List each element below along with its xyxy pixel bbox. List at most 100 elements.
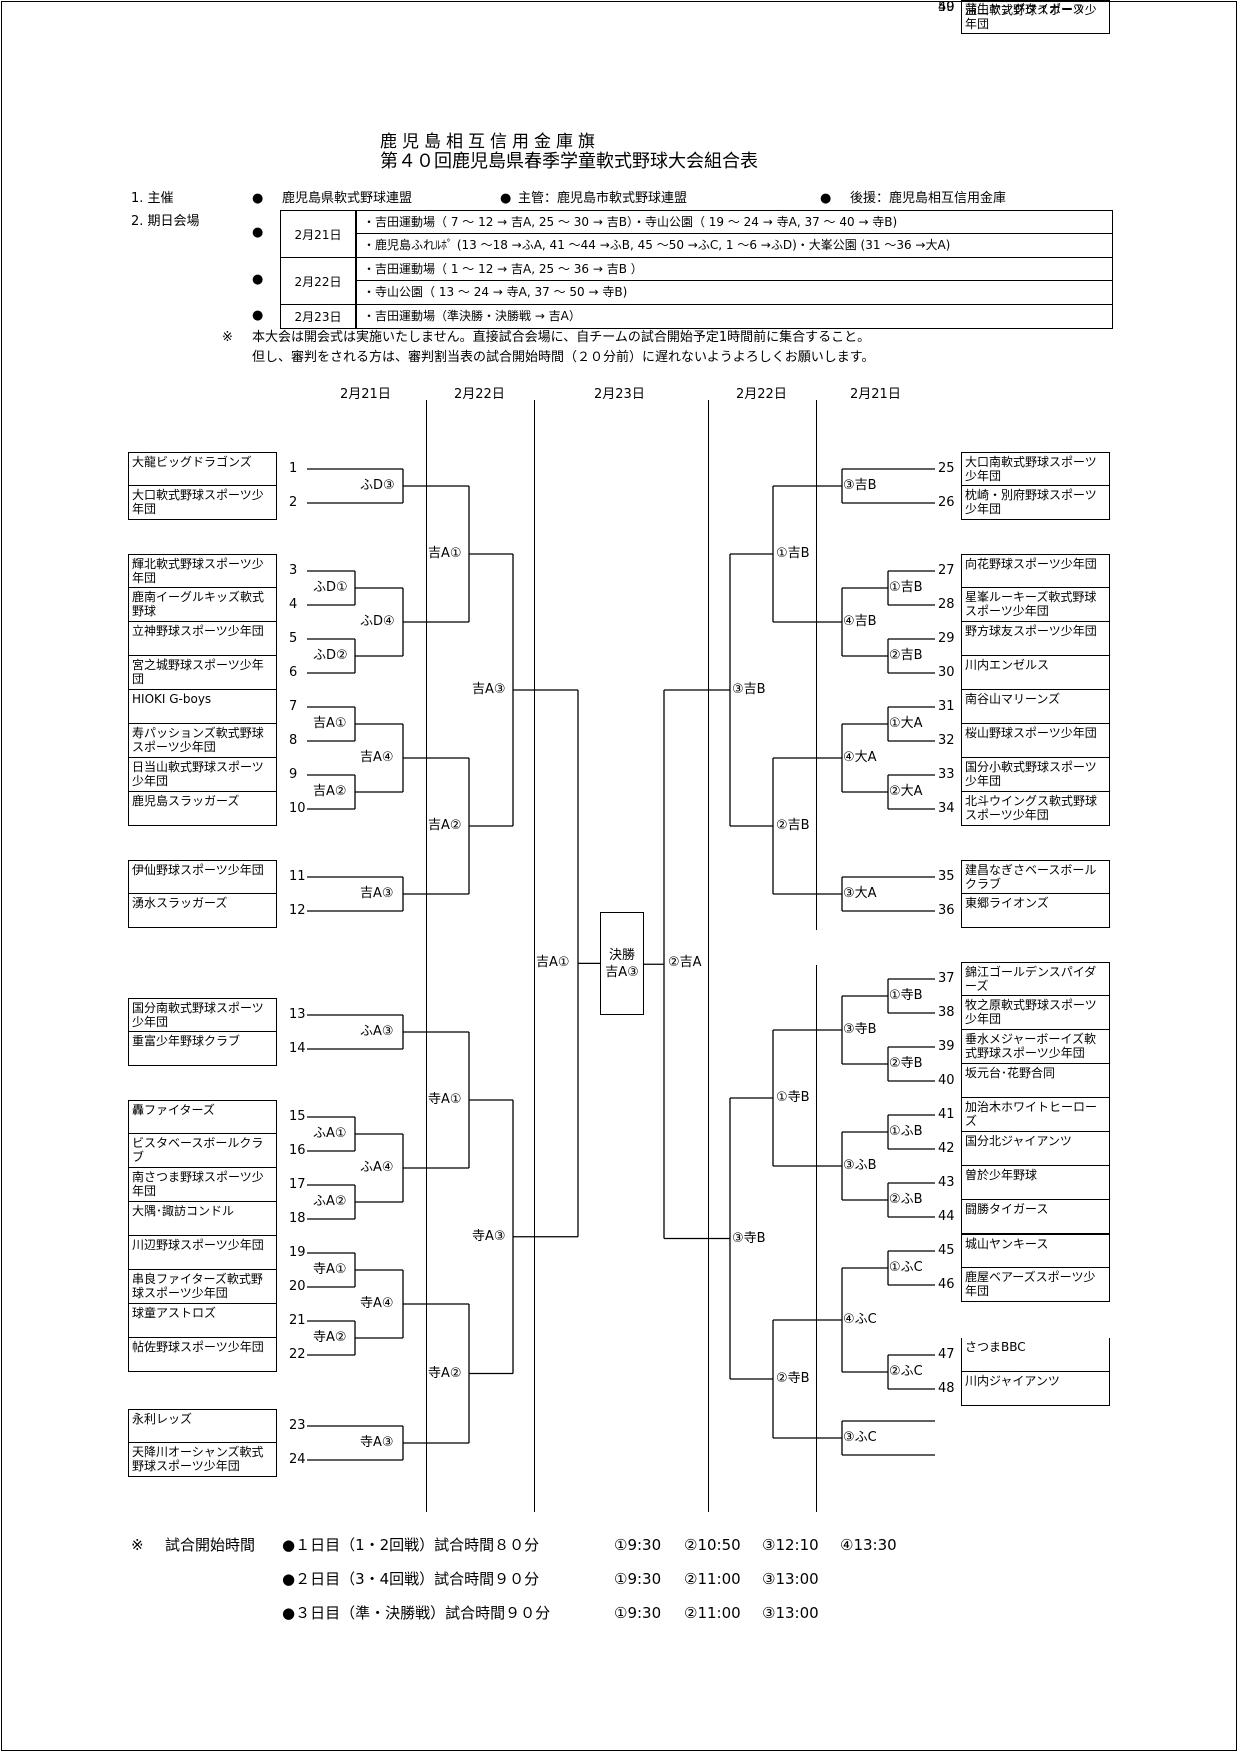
footer-day-3: ●３日目（準・決勝戦）試合時間９０分 — [282, 1604, 551, 1622]
match-label: 寺A④ — [360, 1296, 394, 1312]
seed-number: 34 — [938, 801, 955, 816]
footer-time: ①9:30 — [614, 1536, 662, 1554]
schedule-table: 2月21日 ・吉田運動場（ 7 ～ 12 → 吉A, 25 ～ 30 → 吉B）… — [280, 210, 1113, 329]
team-name-left: 立神野球スポーツ少年団 — [128, 622, 277, 656]
seed-number: 48 — [938, 1381, 955, 1396]
team-name-right: 城山ヤンキース — [961, 1234, 1110, 1268]
round-date-l1: 2月21日 — [340, 387, 391, 402]
team-name-left: 天降川オーシャンズ軟式野球スポーツ少年団 — [128, 1443, 277, 1477]
match-label: 吉A③ — [472, 682, 506, 698]
seed-number: 22 — [289, 1347, 306, 1362]
footer-time: ②11:00 — [684, 1570, 741, 1588]
match-label: 寺A③ — [472, 1228, 506, 1245]
team-name-left: 重富少年野球クラブ — [128, 1032, 277, 1066]
bullet-organizer: ● — [252, 191, 264, 206]
team-name-right: 鹿屋ベアーズスポーツ少年団 — [961, 1268, 1110, 1302]
seed-number: 4 — [289, 597, 298, 612]
team-name-right: 加治木ホワイトヒーローズ — [961, 1098, 1110, 1132]
seed-number: 29 — [938, 631, 955, 646]
seed-number: 16 — [289, 1143, 306, 1158]
schedule-date-3: 2月23日 — [280, 304, 356, 329]
seed-number: 50 — [938, 0, 955, 15]
bullet-day3: ● — [252, 308, 264, 323]
info-item-1: 1. 主催 — [131, 191, 174, 206]
team-name-right: 国分北ジャイアンツ — [961, 1132, 1110, 1166]
seed-number: 24 — [289, 1452, 306, 1467]
seed-number: 31 — [938, 699, 955, 714]
bullet-day1: ● — [252, 225, 264, 240]
match-label: ②吉B — [776, 818, 810, 834]
team-name-left: 轟ファイターズ — [128, 1100, 277, 1134]
seed-number: 47 — [938, 1347, 955, 1362]
bullet-day2: ● — [252, 272, 264, 287]
footer-day-1: ●１日目（1・2回戦）試合時間８０分 — [282, 1536, 540, 1554]
match-label: 吉A① — [313, 716, 347, 732]
bullet-sponsor: ● — [820, 191, 832, 206]
match-label: ③ふB — [843, 1158, 877, 1174]
round-date-final: 2月23日 — [594, 387, 645, 402]
seed-number: 26 — [938, 495, 955, 510]
info-item-2: 2. 期日会場 — [131, 214, 200, 229]
seed-number: 2 — [289, 495, 298, 510]
seed-number: 15 — [289, 1109, 306, 1124]
match-label: ①寺B — [776, 1090, 810, 1106]
seed-number: 10 — [289, 801, 306, 816]
match-label: ①吉B — [776, 546, 810, 562]
seed-number: 42 — [938, 1141, 955, 1156]
seed-number: 35 — [938, 869, 955, 884]
match-label: ②吉B — [889, 648, 923, 664]
seed-number: 36 — [938, 903, 955, 918]
seed-number: 12 — [289, 903, 306, 918]
team-name-left: 国分南軟式野球スポーツ少年団 — [128, 998, 277, 1032]
footer-time: ③13:00 — [762, 1570, 819, 1588]
seed-number: 20 — [289, 1279, 306, 1294]
match-label: ふD① — [313, 580, 348, 596]
seed-number: 14 — [289, 1041, 306, 1056]
match-label: 吉A③ — [360, 886, 394, 902]
match-label: 寺A① — [428, 1092, 462, 1108]
match-label: 吉A① — [428, 546, 462, 562]
seed-number: 1 — [289, 461, 298, 476]
seed-number: 18 — [289, 1211, 306, 1226]
team-name-left: 串良ファイターズ軟式野球スポーツ少年団 — [128, 1270, 277, 1304]
match-label: ふA② — [313, 1194, 347, 1210]
team-name-left: 永利レッズ — [128, 1409, 277, 1443]
schedule-line: ・吉田運動場（準決勝・決勝戦 → 吉A） — [356, 304, 1113, 329]
seed-number: 9 — [289, 767, 298, 782]
note-mark: ※ — [222, 330, 233, 345]
footer-time: ①9:30 — [614, 1570, 662, 1588]
team-name-left: 鹿児島スラッガーズ — [128, 792, 277, 826]
team-name-left: 鹿南イーグルキッズ軟式野球 — [128, 588, 277, 622]
round-date-r1: 2月21日 — [850, 387, 901, 402]
team-name-right: 大口南軟式野球スポーツ少年団 — [961, 452, 1110, 486]
match-label: 寺A③ — [360, 1435, 394, 1451]
team-name-left: 輝北軟式野球スポーツ少年団 — [128, 554, 277, 588]
match-label: ②寺B — [889, 1056, 923, 1072]
match-label: 吉A② — [313, 784, 347, 800]
team-name-left: 湧水スラッガーズ — [128, 894, 277, 928]
seed-number: 17 — [289, 1177, 306, 1192]
team-name-right: 星峯ルーキーズ軟式野球スポーツ少年団 — [961, 588, 1110, 622]
team-name-right: 闘勝タイガース — [961, 1200, 1110, 1234]
organizer-text: 鹿児島県軟式野球連盟 — [282, 191, 413, 206]
seed-number: 37 — [938, 971, 955, 986]
team-name-left: 帖佐野球スポーツ少年団 — [128, 1338, 277, 1372]
footer-label: 試合開始時間 — [165, 1536, 256, 1554]
seed-number: 45 — [938, 1243, 955, 1258]
seed-number: 44 — [938, 1209, 955, 1224]
team-name-right: さつまBBC — [961, 1338, 1110, 1372]
team-name-right: 錦江ゴールデンスパイダーズ — [961, 962, 1110, 996]
team-name-right: 野方球友スポーツ少年団 — [961, 622, 1110, 656]
team-name-left: HIOKI G-boys — [128, 690, 277, 724]
team-name-left: 川辺野球スポーツ少年団 — [128, 1236, 277, 1270]
team-name-right: 川内ジャイアンツ — [961, 1372, 1110, 1406]
seed-number: 3 — [289, 563, 298, 578]
match-label: ふD② — [313, 648, 348, 664]
seed-number: 6 — [289, 665, 298, 680]
match-label: ①ふB — [889, 1124, 923, 1140]
match-label: 寺A① — [313, 1262, 347, 1278]
round-date-l2: 2月22日 — [454, 387, 505, 402]
semi-left-label: 吉A① — [536, 955, 570, 971]
